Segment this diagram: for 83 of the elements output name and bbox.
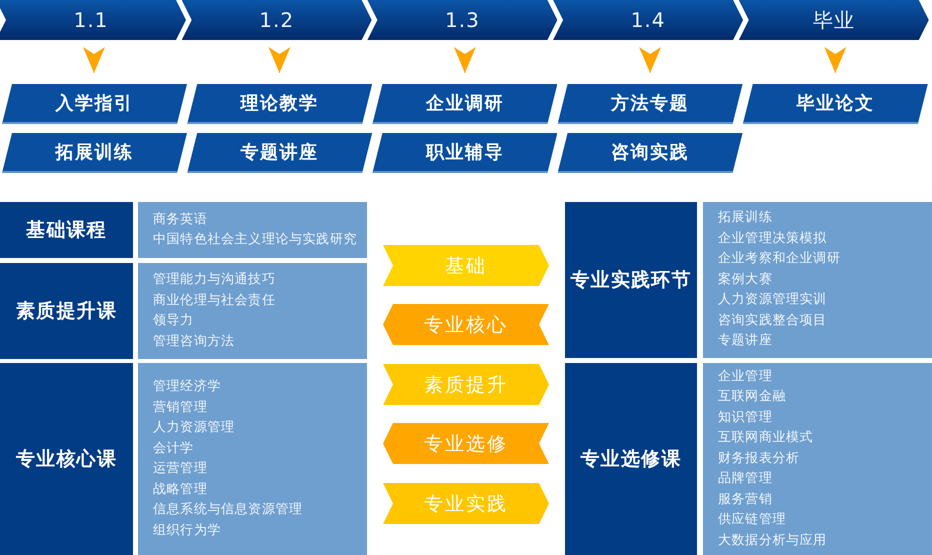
course-item: 运营管理 bbox=[153, 460, 208, 478]
course-item: 企业管理 bbox=[718, 368, 772, 386]
category-title: 专业选修课 bbox=[580, 447, 682, 471]
activity-tag bbox=[558, 133, 743, 173]
course-item: 知识管理 bbox=[718, 408, 772, 427]
course-list-panel bbox=[138, 202, 367, 258]
activity-tag bbox=[2, 133, 187, 173]
course-list-panel bbox=[138, 363, 367, 555]
course-item: 企业管理决策模拟 bbox=[718, 230, 827, 248]
step-header bbox=[553, 0, 744, 40]
course-item: 战略管理 bbox=[153, 480, 208, 498]
step-header bbox=[182, 0, 372, 40]
activity-tag bbox=[372, 84, 558, 124]
down-arrow bbox=[83, 47, 105, 74]
activity-label: 职业辅导 bbox=[426, 142, 504, 164]
step-label: 毕业 bbox=[812, 8, 855, 32]
course-item: 专题讲座 bbox=[718, 332, 772, 350]
step-label: 1.3 bbox=[444, 8, 480, 32]
activity-label: 入学指引 bbox=[56, 93, 134, 115]
category-title: 专业核心课 bbox=[16, 447, 117, 471]
banner-label: 专业核心 bbox=[424, 312, 508, 336]
category-box bbox=[0, 363, 133, 555]
banner-label: 素质提升 bbox=[424, 372, 508, 396]
course-item: 拓展训练 bbox=[718, 209, 772, 228]
down-arrow bbox=[268, 47, 290, 74]
step-header bbox=[0, 0, 186, 40]
category-title: 素质提升课 bbox=[16, 299, 117, 323]
course-item: 商业伦理与社会责任 bbox=[153, 292, 276, 310]
activity-label: 专题讲座 bbox=[240, 142, 319, 164]
course-item: 服务营销 bbox=[718, 490, 772, 509]
course-item: 领导力 bbox=[153, 312, 194, 330]
banner-label: 专业实践 bbox=[424, 492, 508, 516]
step-label: 1.4 bbox=[630, 8, 666, 32]
activity-label: 咨询实践 bbox=[611, 142, 690, 164]
course-item: 互联网商业模式 bbox=[718, 429, 814, 448]
activity-label: 理论教学 bbox=[240, 93, 319, 115]
course-item: 人力资源管理实训 bbox=[718, 291, 827, 310]
activity-tag bbox=[187, 133, 372, 173]
step-label: 1.2 bbox=[259, 8, 294, 32]
course-item: 管理咨询方法 bbox=[153, 332, 235, 350]
course-list-panel bbox=[703, 363, 932, 555]
course-item: 会计学 bbox=[153, 440, 194, 458]
activity-label: 方法专题 bbox=[611, 93, 690, 115]
activity-tag bbox=[742, 84, 928, 124]
activity-label: 毕业论文 bbox=[796, 93, 874, 115]
step-header bbox=[738, 0, 929, 40]
down-arrow bbox=[824, 47, 846, 74]
course-item: 营销管理 bbox=[153, 398, 208, 416]
activity-tag bbox=[372, 133, 558, 173]
step-header bbox=[367, 0, 558, 40]
course-item: 人力资源管理 bbox=[153, 419, 235, 437]
activity-tag bbox=[558, 84, 743, 124]
activity-tag bbox=[2, 84, 187, 124]
category-title: 基础课程 bbox=[26, 218, 107, 242]
course-item: 中国特色社会主义理论与实践研究 bbox=[153, 231, 357, 249]
step-label: 1.1 bbox=[74, 8, 108, 32]
course-item: 信息系统与信息资源管理 bbox=[153, 501, 303, 519]
down-arrow bbox=[639, 47, 662, 74]
course-item: 咨询实践整合项目 bbox=[718, 312, 827, 330]
course-item: 互联网金融 bbox=[718, 388, 786, 406]
banner-label: 专业选修 bbox=[424, 432, 508, 456]
course-item: 管理经济学 bbox=[153, 378, 221, 396]
course-item: 品牌管理 bbox=[718, 470, 772, 488]
course-item: 供应链管理 bbox=[718, 511, 786, 530]
course-item: 案例大赛 bbox=[718, 270, 772, 289]
activity-tag bbox=[187, 84, 372, 124]
down-arrow bbox=[454, 47, 476, 74]
category-box bbox=[0, 263, 133, 359]
banner-label: 基础 bbox=[445, 254, 487, 278]
category-box bbox=[0, 202, 133, 258]
category-box bbox=[565, 363, 697, 555]
category-box bbox=[565, 202, 697, 358]
course-list-panel bbox=[138, 263, 367, 359]
course-item: 财务报表分析 bbox=[718, 450, 800, 468]
category-title: 专业实践环节 bbox=[570, 268, 692, 292]
course-item: 管理能力与沟通技巧 bbox=[153, 271, 276, 289]
course-item: 组织行为学 bbox=[153, 522, 221, 540]
course-item: 企业考察和企业调研 bbox=[718, 250, 840, 268]
course-list-panel bbox=[703, 202, 932, 358]
activity-label: 企业调研 bbox=[426, 93, 504, 115]
activity-label: 拓展训练 bbox=[56, 142, 134, 164]
course-item: 商务英语 bbox=[153, 210, 208, 228]
course-item: 大数据分析与应用 bbox=[718, 532, 827, 550]
